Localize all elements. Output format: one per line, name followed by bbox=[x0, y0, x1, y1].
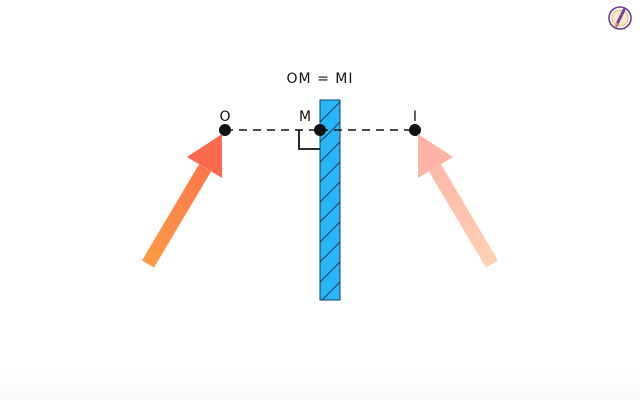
label-m: M bbox=[299, 109, 311, 125]
point-o bbox=[219, 124, 231, 136]
label-i: I bbox=[413, 109, 417, 125]
mirror bbox=[319, 99, 341, 301]
background-fade bbox=[0, 370, 640, 400]
right-angle-marker bbox=[298, 130, 320, 150]
object-arrow bbox=[141, 134, 222, 268]
point-i bbox=[409, 124, 421, 136]
label-o: O bbox=[219, 109, 230, 125]
relation-label: OM = MI bbox=[287, 71, 354, 87]
image-arrow bbox=[418, 134, 499, 268]
point-m bbox=[314, 124, 326, 136]
pencil-badge-logo bbox=[608, 6, 632, 30]
